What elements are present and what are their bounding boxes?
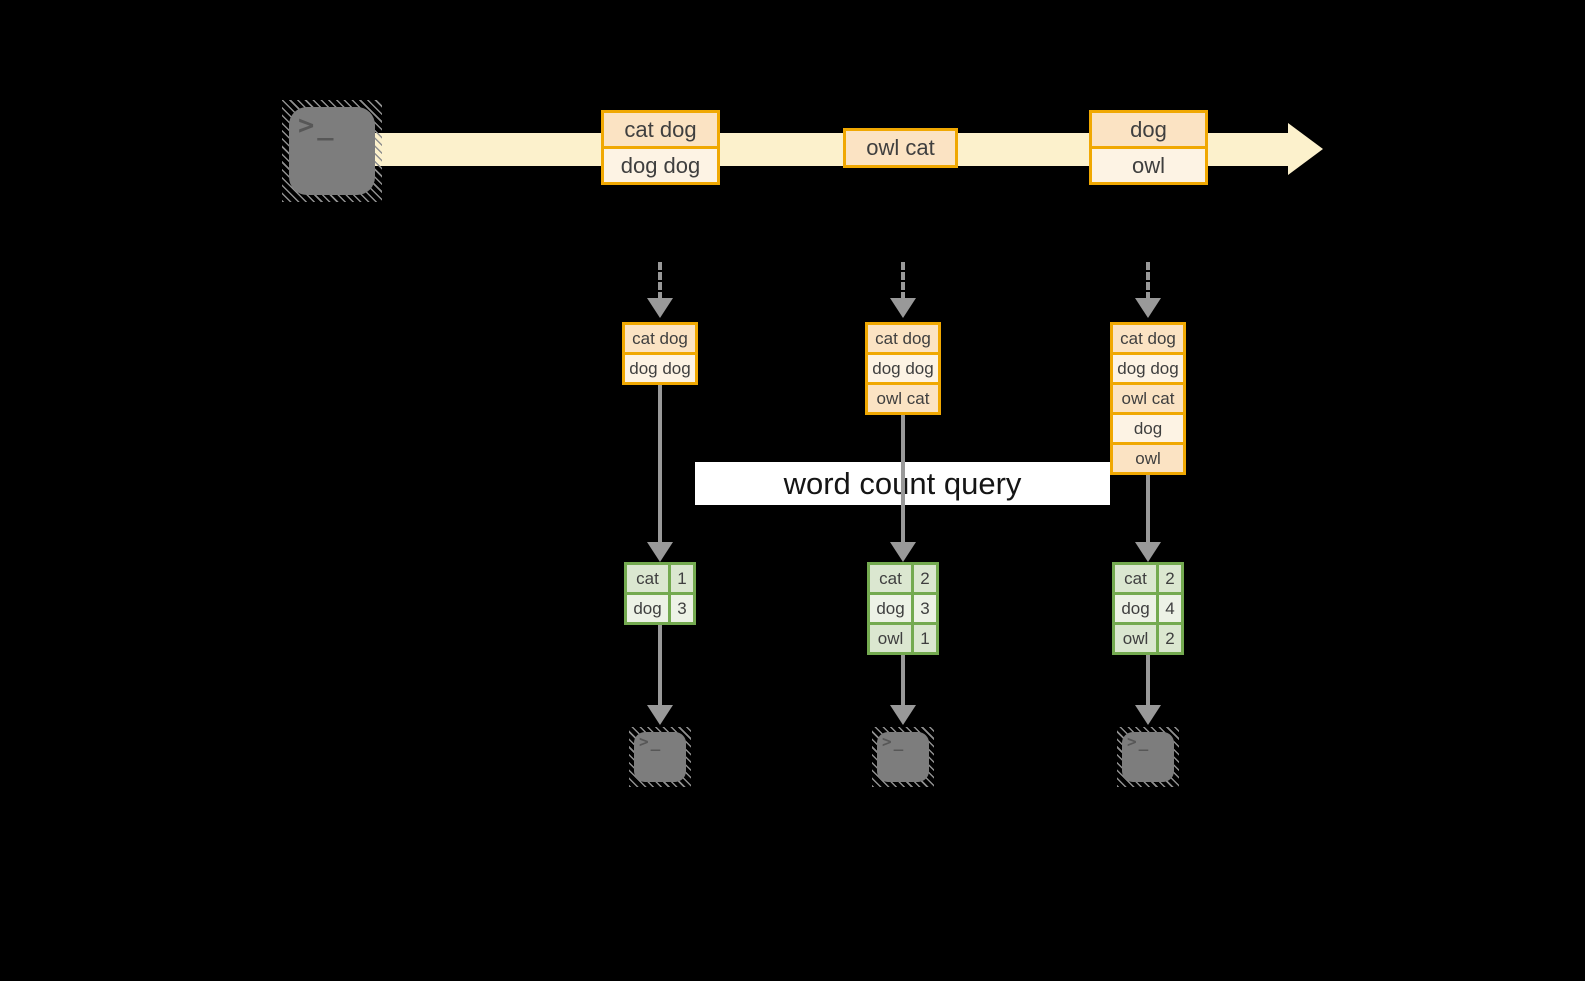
word-cell: cat: [1112, 562, 1159, 595]
count-cell: 3: [911, 592, 939, 625]
terminal-prompt-glyph: >_: [298, 110, 337, 141]
queue-partition-3: cat dog dog dog owl cat dog owl: [1110, 322, 1186, 475]
message-cell: cat dog: [601, 110, 720, 149]
stream-message-group-3: dog owl: [1089, 110, 1208, 185]
terminal-screen: [877, 732, 929, 782]
word-cell: owl: [1112, 622, 1159, 655]
terminal-screen: [634, 732, 686, 782]
arrow-line: [658, 385, 662, 544]
table-row: cat 1: [624, 562, 696, 595]
word-cell: owl: [867, 622, 914, 655]
message-cell: owl cat: [843, 128, 958, 168]
dashed-arrowhead: [1135, 298, 1161, 318]
arrowhead: [890, 542, 916, 562]
dashed-arrowhead: [647, 298, 673, 318]
count-cell: 2: [1156, 622, 1184, 655]
count-cell: 2: [1156, 562, 1184, 595]
arrowhead: [1135, 542, 1161, 562]
queue-cell: dog dog: [865, 352, 941, 385]
word-cell: dog: [1112, 592, 1159, 625]
message-cell: owl: [1089, 146, 1208, 185]
count-cell: 1: [668, 562, 696, 595]
dashed-arrow-line: [901, 262, 905, 300]
queue-cell: cat dog: [865, 322, 941, 355]
terminal-prompt-glyph: >_: [882, 732, 906, 751]
arrow-line: [901, 415, 905, 544]
queue-cell: dog dog: [1110, 352, 1186, 385]
arrow-line: [658, 625, 662, 707]
word-cell: dog: [867, 592, 914, 625]
arrowhead: [890, 705, 916, 725]
queue-partition-2: cat dog dog dog owl cat: [865, 322, 941, 415]
message-cell: dog: [1089, 110, 1208, 149]
source-terminal-icon: >_: [282, 100, 382, 202]
terminal-prompt-glyph: >_: [1127, 732, 1151, 751]
arrowhead: [647, 542, 673, 562]
queue-cell: owl cat: [1110, 382, 1186, 415]
queue-partition-1: cat dog dog dog: [622, 322, 698, 385]
arrow-line: [901, 655, 905, 707]
table-row: owl 1: [867, 622, 939, 655]
table-row: cat 2: [1112, 562, 1184, 595]
count-cell: 3: [668, 592, 696, 625]
arrow-line: [1146, 655, 1150, 707]
sink-terminal-icon-1: >_: [629, 727, 691, 787]
table-row: dog 3: [867, 592, 939, 625]
word-count-table-3: cat 2 dog 4 owl 2: [1112, 562, 1184, 655]
arrowhead: [1135, 705, 1161, 725]
queue-cell: dog: [1110, 412, 1186, 445]
table-row: owl 2: [1112, 622, 1184, 655]
sink-terminal-icon-2: >_: [872, 727, 934, 787]
stream-message-group-1: cat dog dog dog: [601, 110, 720, 185]
table-row: dog 3: [624, 592, 696, 625]
queue-cell: cat dog: [622, 322, 698, 355]
table-row: cat 2: [867, 562, 939, 595]
stream-timeline-arrowhead: [1288, 123, 1323, 175]
word-cell: cat: [624, 562, 671, 595]
word-cell: dog: [624, 592, 671, 625]
queue-cell: owl: [1110, 442, 1186, 475]
word-cell: cat: [867, 562, 914, 595]
terminal-prompt-glyph: >_: [639, 732, 663, 751]
count-cell: 2: [911, 562, 939, 595]
word-count-table-2: cat 2 dog 3 owl 1: [867, 562, 939, 655]
stream-message-group-2: owl cat: [843, 128, 958, 168]
terminal-screen: [289, 107, 375, 195]
arrowhead: [647, 705, 673, 725]
queue-cell: dog dog: [622, 352, 698, 385]
table-row: dog 4: [1112, 592, 1184, 625]
queue-cell: cat dog: [1110, 322, 1186, 355]
arrow-line: [1146, 475, 1150, 544]
dashed-arrow-line: [658, 262, 662, 300]
queue-cell: owl cat: [865, 382, 941, 415]
terminal-screen: [1122, 732, 1174, 782]
sink-terminal-icon-3: >_: [1117, 727, 1179, 787]
dashed-arrowhead: [890, 298, 916, 318]
count-cell: 1: [911, 622, 939, 655]
dashed-arrow-line: [1146, 262, 1150, 300]
word-count-table-1: cat 1 dog 3: [624, 562, 696, 625]
count-cell: 4: [1156, 592, 1184, 625]
message-cell: dog dog: [601, 146, 720, 185]
